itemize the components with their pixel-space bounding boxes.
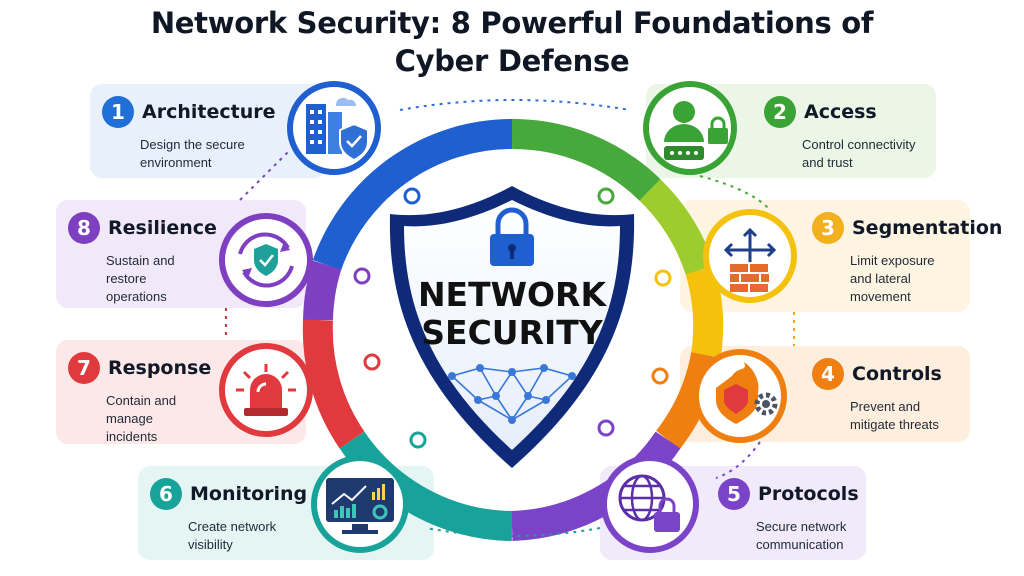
- badge-7: 7: [68, 352, 100, 384]
- badge-5: 5: [718, 478, 750, 510]
- access-description: Control connectivity and trust: [802, 137, 916, 170]
- central-shield: NETWORK SECURITY: [389, 186, 635, 468]
- joint-3: [654, 269, 672, 287]
- network-nodes: [448, 364, 576, 424]
- resilience-description: Sustain and restore operations: [106, 253, 175, 304]
- monitoring-label: Monitoring: [190, 483, 308, 505]
- alarm-siren-icon: [219, 343, 313, 437]
- user-lock-icon: [643, 81, 737, 175]
- center-line-1: NETWORK: [418, 275, 608, 314]
- ring-segment-violet: [303, 260, 342, 321]
- ring-segment-lime: [639, 179, 715, 275]
- ring-joints: [353, 187, 672, 449]
- badge-2: 2: [764, 96, 796, 128]
- dotted-connectors: [225, 99, 795, 537]
- protocols-description: Secure network communication: [756, 519, 847, 552]
- joint-7: [363, 353, 381, 371]
- badge-6: 6: [150, 478, 182, 510]
- badge-4: 4: [812, 358, 844, 390]
- connector-2-3: [699, 175, 771, 211]
- badge-8: 8: [68, 212, 100, 244]
- access-label: Access: [804, 101, 877, 123]
- firewall-arrows-icon: [703, 209, 797, 303]
- architecture-description: Design the secure environment: [140, 137, 245, 170]
- monitor-chart-icon: [311, 455, 409, 553]
- monitoring-description: Create network visibility: [188, 519, 277, 552]
- padlock-icon: [490, 207, 534, 266]
- badge-1: 1: [102, 96, 134, 128]
- protocols-label: Protocols: [758, 483, 859, 505]
- segmentation-description: Limit exposure and lateral movement: [850, 253, 935, 304]
- response-description: Contain and manage incidents: [106, 393, 177, 444]
- center-line-2: SECURITY: [421, 313, 604, 352]
- joint-1: [403, 187, 421, 205]
- joint-2: [597, 187, 615, 205]
- controls-description: Prevent and mitigate threats: [850, 399, 939, 432]
- segmentation-label: Segmentation: [852, 217, 1003, 239]
- shield-fire-gear-icon: [693, 349, 787, 443]
- response-label: Response: [108, 357, 212, 379]
- ring-segment-blue: [312, 119, 513, 271]
- buildings-shield-icon: [287, 81, 381, 175]
- ring-segment-orange: [655, 352, 721, 450]
- badge-3: 3: [812, 212, 844, 244]
- connector-4-5: [715, 441, 761, 479]
- globe-lock-icon: [601, 455, 699, 553]
- shield-inner: [404, 200, 620, 450]
- connector-5-6: [425, 527, 601, 537]
- shield-cycle-icon: [219, 213, 313, 307]
- ring-segment-red: [302, 319, 365, 449]
- controls-label: Controls: [852, 363, 942, 385]
- title-line-2: Cyber Defense: [394, 44, 630, 78]
- title-line-1: Network Security: 8 Powerful Foundations…: [150, 6, 874, 40]
- ring-segment-green: [511, 118, 661, 201]
- connector-8-1: [239, 149, 291, 201]
- architecture-label: Architecture: [142, 101, 276, 123]
- joint-4: [651, 367, 669, 385]
- card-architecture: 1 Architecture Design the secure environm…: [90, 84, 326, 178]
- joint-5: [597, 419, 615, 437]
- resilience-label: Resilience: [108, 217, 217, 239]
- joint-8: [353, 267, 371, 285]
- joint-6: [409, 431, 427, 449]
- connector-1-2: [399, 99, 631, 111]
- ring-segment-yellow: [685, 265, 724, 358]
